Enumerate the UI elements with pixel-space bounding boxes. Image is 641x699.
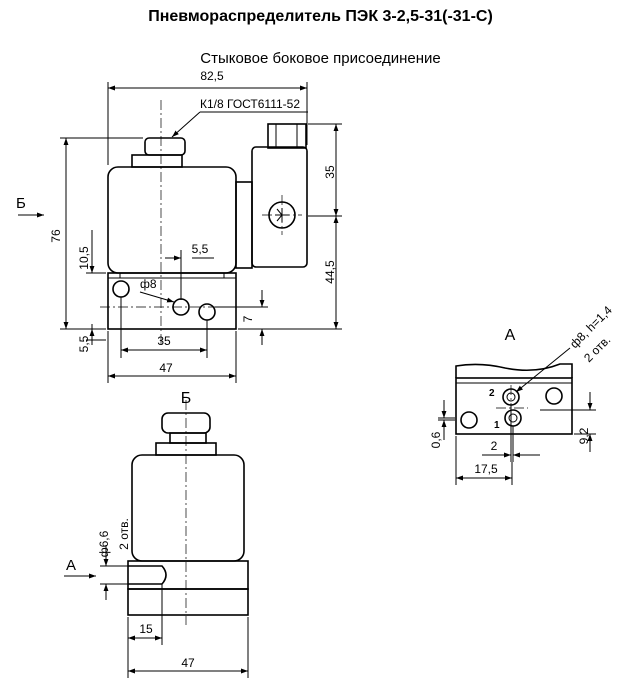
front-view: 82,5 К1/8 ГОСТ6111-52 76 10,5 5,5 35 44,… [16,69,342,383]
side-view-label: Б [181,390,192,407]
dim-hole-spacing: 35 [157,334,171,348]
dim-overall-width: 82,5 [200,69,224,83]
view-a-port-2-label: 2 [489,388,495,399]
dim-view-a-spacing: 2 [491,439,498,453]
connector-nut [267,123,307,149]
connector-housing [251,146,308,268]
connector-neck [235,181,253,269]
dim-base-height: 10,5 [77,246,91,270]
dim-small-offset: 5,5 [77,335,91,352]
view-arrow-b-label: Б [16,195,26,212]
dim-seven: 7 [241,315,255,322]
view-a-port-1-label: 1 [494,420,500,431]
top-cap-ring [131,154,183,168]
view-a-label: А [505,327,516,344]
dim-view-a-distance: 17,5 [474,462,498,476]
dim-thread: К1/8 ГОСТ6111-52 [200,97,300,111]
side-base-lower [127,588,249,616]
drawing-title: Пневмораспределитель ПЭК 3-2,5-31(-31-С) [148,8,493,25]
valve-base [107,272,237,330]
top-cap [144,137,186,156]
view-a-broken-top [455,363,573,378]
dim-side-holes: 2 отв. [117,518,131,550]
view-arrow-a-label: А [66,557,76,574]
view-a-hole-right [545,387,563,405]
dim-connector-height: 35 [323,165,337,179]
dim-total-height: 76 [49,229,63,243]
dim-view-a-height2: 9,2 [577,427,591,444]
dim-side-offset: 15 [139,622,153,636]
coil-body [107,166,237,274]
view-a: А 2 1 ф8, h=1,4 2 отв. 0,6 2 17,5 [429,303,615,485]
view-a-port-1 [504,409,522,427]
dim-base-width: 47 [159,361,173,375]
dim-port-offset: 5,5 [192,242,209,256]
drawing-subtitle: Стыковое боковое присоединение [200,50,441,67]
dim-side-width: 47 [181,656,195,670]
dim-view-a-height: 0,6 [429,431,443,448]
side-coil-body [131,454,245,562]
dim-side-diameter: ф6,6 [97,530,111,557]
port-hole-right [198,303,216,321]
view-a-hole-left [460,411,478,429]
dim-port-diameter: ф8 [140,277,157,291]
port-hole-left [112,280,130,298]
view-a-base [455,377,573,435]
side-view-b: Б ф6,6 2 отв. А 15 47 [64,390,249,678]
dim-lower-height: 44,5 [323,260,337,284]
